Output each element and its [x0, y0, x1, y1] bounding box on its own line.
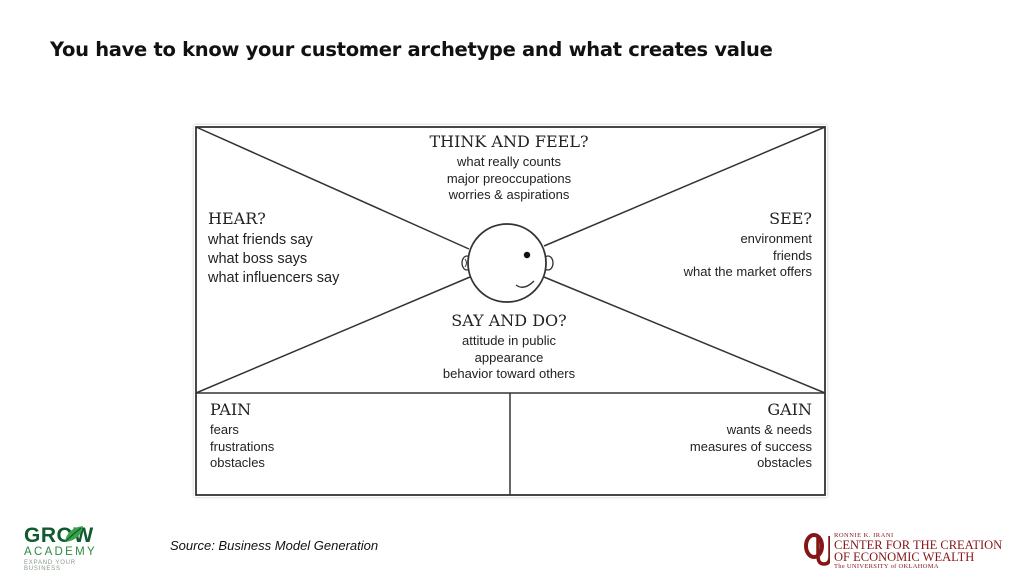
pain-line: frustrations — [210, 438, 275, 454]
say-line: appearance — [474, 349, 544, 365]
see-line: friends — [772, 247, 812, 263]
say-and-do-section: SAY AND DO? attitude in public appearanc… — [404, 311, 614, 383]
say-line: attitude in public — [462, 333, 556, 348]
hear-line: what influencers say — [208, 270, 340, 286]
diagonal-bottom-left — [195, 276, 471, 394]
ou-monogram-icon — [804, 533, 830, 566]
hear-heading: HEAR? — [208, 209, 266, 228]
ou-center-logo: RONNIE K. IRANI CENTER FOR THE CREATION … — [804, 530, 1014, 572]
say-line: behavior toward others — [442, 366, 576, 381]
see-line: what the market offers — [683, 264, 812, 279]
ou-donor-name: RONNIE K. IRANI — [834, 532, 894, 539]
academy-wordmark: ACADEMY — [24, 546, 97, 558]
ou-university-line: The UNIVERSITY of OKLAHOMA — [834, 563, 939, 570]
diagonal-bottom-right — [543, 276, 826, 394]
see-line: environment — [740, 231, 812, 246]
say-heading: SAY AND DO? — [451, 311, 567, 330]
customer-head-icon — [461, 223, 554, 303]
pain-line: fears — [210, 422, 239, 437]
ou-center-line1: CENTER FOR THE CREATION — [834, 538, 1003, 552]
ou-center-line2: OF ECONOMIC WEALTH — [834, 550, 975, 564]
think-line: major preoccupations — [446, 170, 572, 186]
gain-line: obstacles — [757, 455, 812, 470]
diagonal-top-left — [195, 126, 470, 250]
pain-heading: PAIN — [210, 400, 252, 419]
empathy-map: THINK AND FEEL? what really counts major… — [194, 125, 827, 497]
grow-academy-logo: GROW ACADEMY EXPAND YOUR BUSINESS — [22, 522, 112, 572]
think-and-feel-section: THINK AND FEEL? what really counts major… — [404, 132, 614, 204]
see-section: SEE? environment friends what the market… — [624, 209, 812, 281]
empathy-map-drawing — [195, 126, 826, 496]
pain-section: PAIN fears frustrations obstacles — [210, 400, 410, 472]
think-heading: THINK AND FEEL? — [429, 132, 589, 151]
think-line: what really counts — [456, 154, 562, 169]
think-line: worries & aspirations — [448, 187, 570, 202]
pain-line: obstacles — [210, 455, 265, 470]
leaf-icon — [65, 526, 83, 542]
hear-line: what friends say — [208, 232, 313, 248]
hear-section: HEAR? what friends say what boss says wh… — [208, 209, 408, 288]
source-citation: Source: Business Model Generation — [170, 538, 379, 553]
see-heading: SEE? — [769, 209, 812, 228]
gain-section: GAIN wants & needs measures of success o… — [612, 400, 812, 472]
diagonal-top-right — [543, 126, 826, 247]
gain-heading: GAIN — [767, 400, 812, 419]
slide-title: You have to know your customer archetype… — [50, 38, 773, 61]
grow-tagline: EXPAND YOUR BUSINESS — [24, 560, 76, 572]
gain-line: measures of success — [689, 438, 812, 454]
gain-line: wants & needs — [726, 422, 812, 437]
hear-line: what boss says — [208, 251, 308, 267]
